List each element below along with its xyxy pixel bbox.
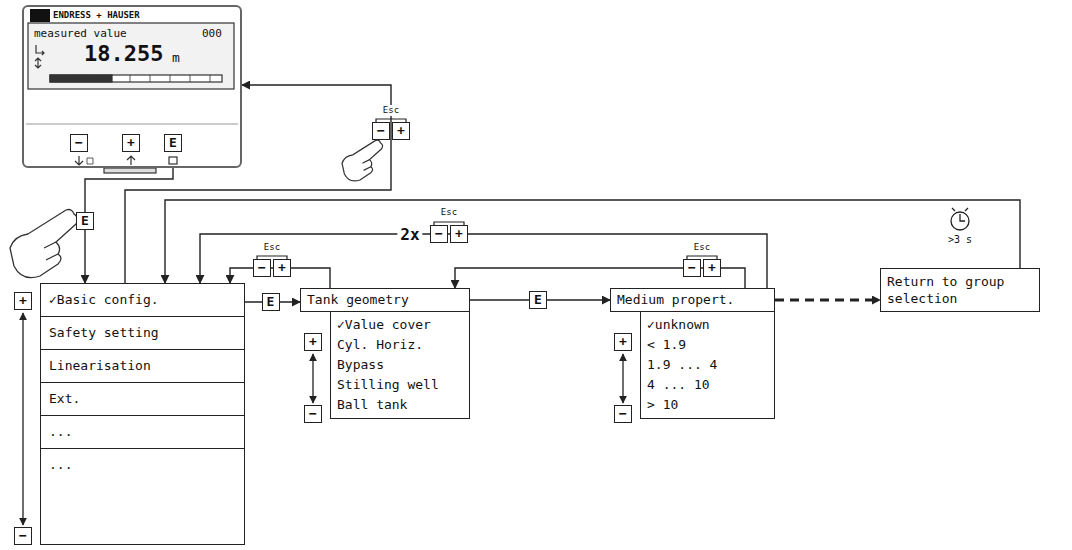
time-label: >3 s (948, 234, 972, 246)
menu-box: Medium propert.✓unknown< 1.91.9 ... 44 .… (610, 288, 775, 419)
connector (125, 85, 391, 283)
option-item: Stilling well (337, 375, 463, 395)
menu-item: Linearisation (41, 350, 244, 383)
key-symbol: − (430, 225, 448, 243)
connector (455, 268, 745, 288)
option-item: 4 ... 10 (647, 375, 768, 395)
key-symbol: − (304, 405, 322, 423)
menu-box: Return to group selection (880, 268, 1040, 312)
key-symbol: E (262, 293, 280, 311)
menu-item: ✓Basic config. (41, 284, 244, 317)
key-symbol: − (14, 527, 32, 545)
key-symbol: + (14, 292, 32, 310)
repeat-label: 2x (397, 225, 422, 244)
option-item: Cyl. Horiz. (337, 335, 463, 355)
key-symbol: + (614, 333, 632, 351)
esc-label: Esc (382, 105, 400, 116)
key-symbol: E (164, 134, 182, 152)
hand-icon (10, 210, 78, 278)
menu-item: Safety setting (41, 317, 244, 350)
key-symbol: − (614, 405, 632, 423)
display-text: m (172, 51, 180, 66)
key-symbol: + (122, 134, 140, 152)
clock-icon (951, 208, 969, 230)
option-item: ✓Value cover (337, 315, 463, 335)
hand-icon (342, 140, 383, 181)
display-text: measured value (34, 28, 127, 41)
device-illustration (26, 9, 238, 173)
esc-label: Esc (440, 207, 458, 218)
display-text: 000 (202, 28, 222, 41)
menu-title: Tank geometry (300, 288, 470, 312)
display-text: ENDRESS + HAUSER (53, 10, 140, 20)
esc-label: Esc (263, 242, 281, 253)
option-item: Ball tank (337, 395, 463, 415)
menu-item: ... (41, 416, 244, 449)
key-symbol: + (304, 333, 322, 351)
connector (775, 299, 880, 302)
menu-box: Tank geometry✓Value coverCyl. Horiz.Bypa… (300, 288, 470, 419)
key-symbol: − (372, 122, 390, 140)
menu-item: Ext. (41, 383, 244, 416)
option-list: ✓unknown< 1.91.9 ... 44 ... 10> 10 (640, 312, 775, 419)
option-item: > 10 (647, 395, 768, 415)
connector (85, 168, 173, 283)
option-item: 1.9 ... 4 (647, 355, 768, 375)
option-item: Bypass (337, 355, 463, 375)
key-symbol: + (703, 259, 721, 277)
key-symbol: − (683, 259, 701, 277)
key-symbol: − (253, 259, 271, 277)
option-item: ✓unknown (647, 315, 768, 335)
key-symbol: − (70, 134, 88, 152)
menu-text: Return to group selection (887, 273, 1033, 307)
option-item: < 1.9 (647, 335, 768, 355)
menu-title: Medium propert. (610, 288, 775, 312)
display-text: 18.255 (84, 41, 163, 66)
esc-label: Esc (693, 242, 711, 253)
key-symbol: E (529, 291, 547, 309)
esc-bracket (257, 119, 717, 259)
menu-item: ... (41, 449, 244, 544)
key-symbol: + (450, 225, 468, 243)
key-symbol: E (76, 212, 94, 230)
key-symbol: + (273, 259, 291, 277)
connector (200, 234, 767, 288)
option-list: ✓Value coverCyl. Horiz.BypassStilling we… (330, 312, 470, 419)
key-symbol: + (392, 122, 410, 140)
menu-box: ✓Basic config.Safety settingLinearisatio… (40, 283, 245, 545)
